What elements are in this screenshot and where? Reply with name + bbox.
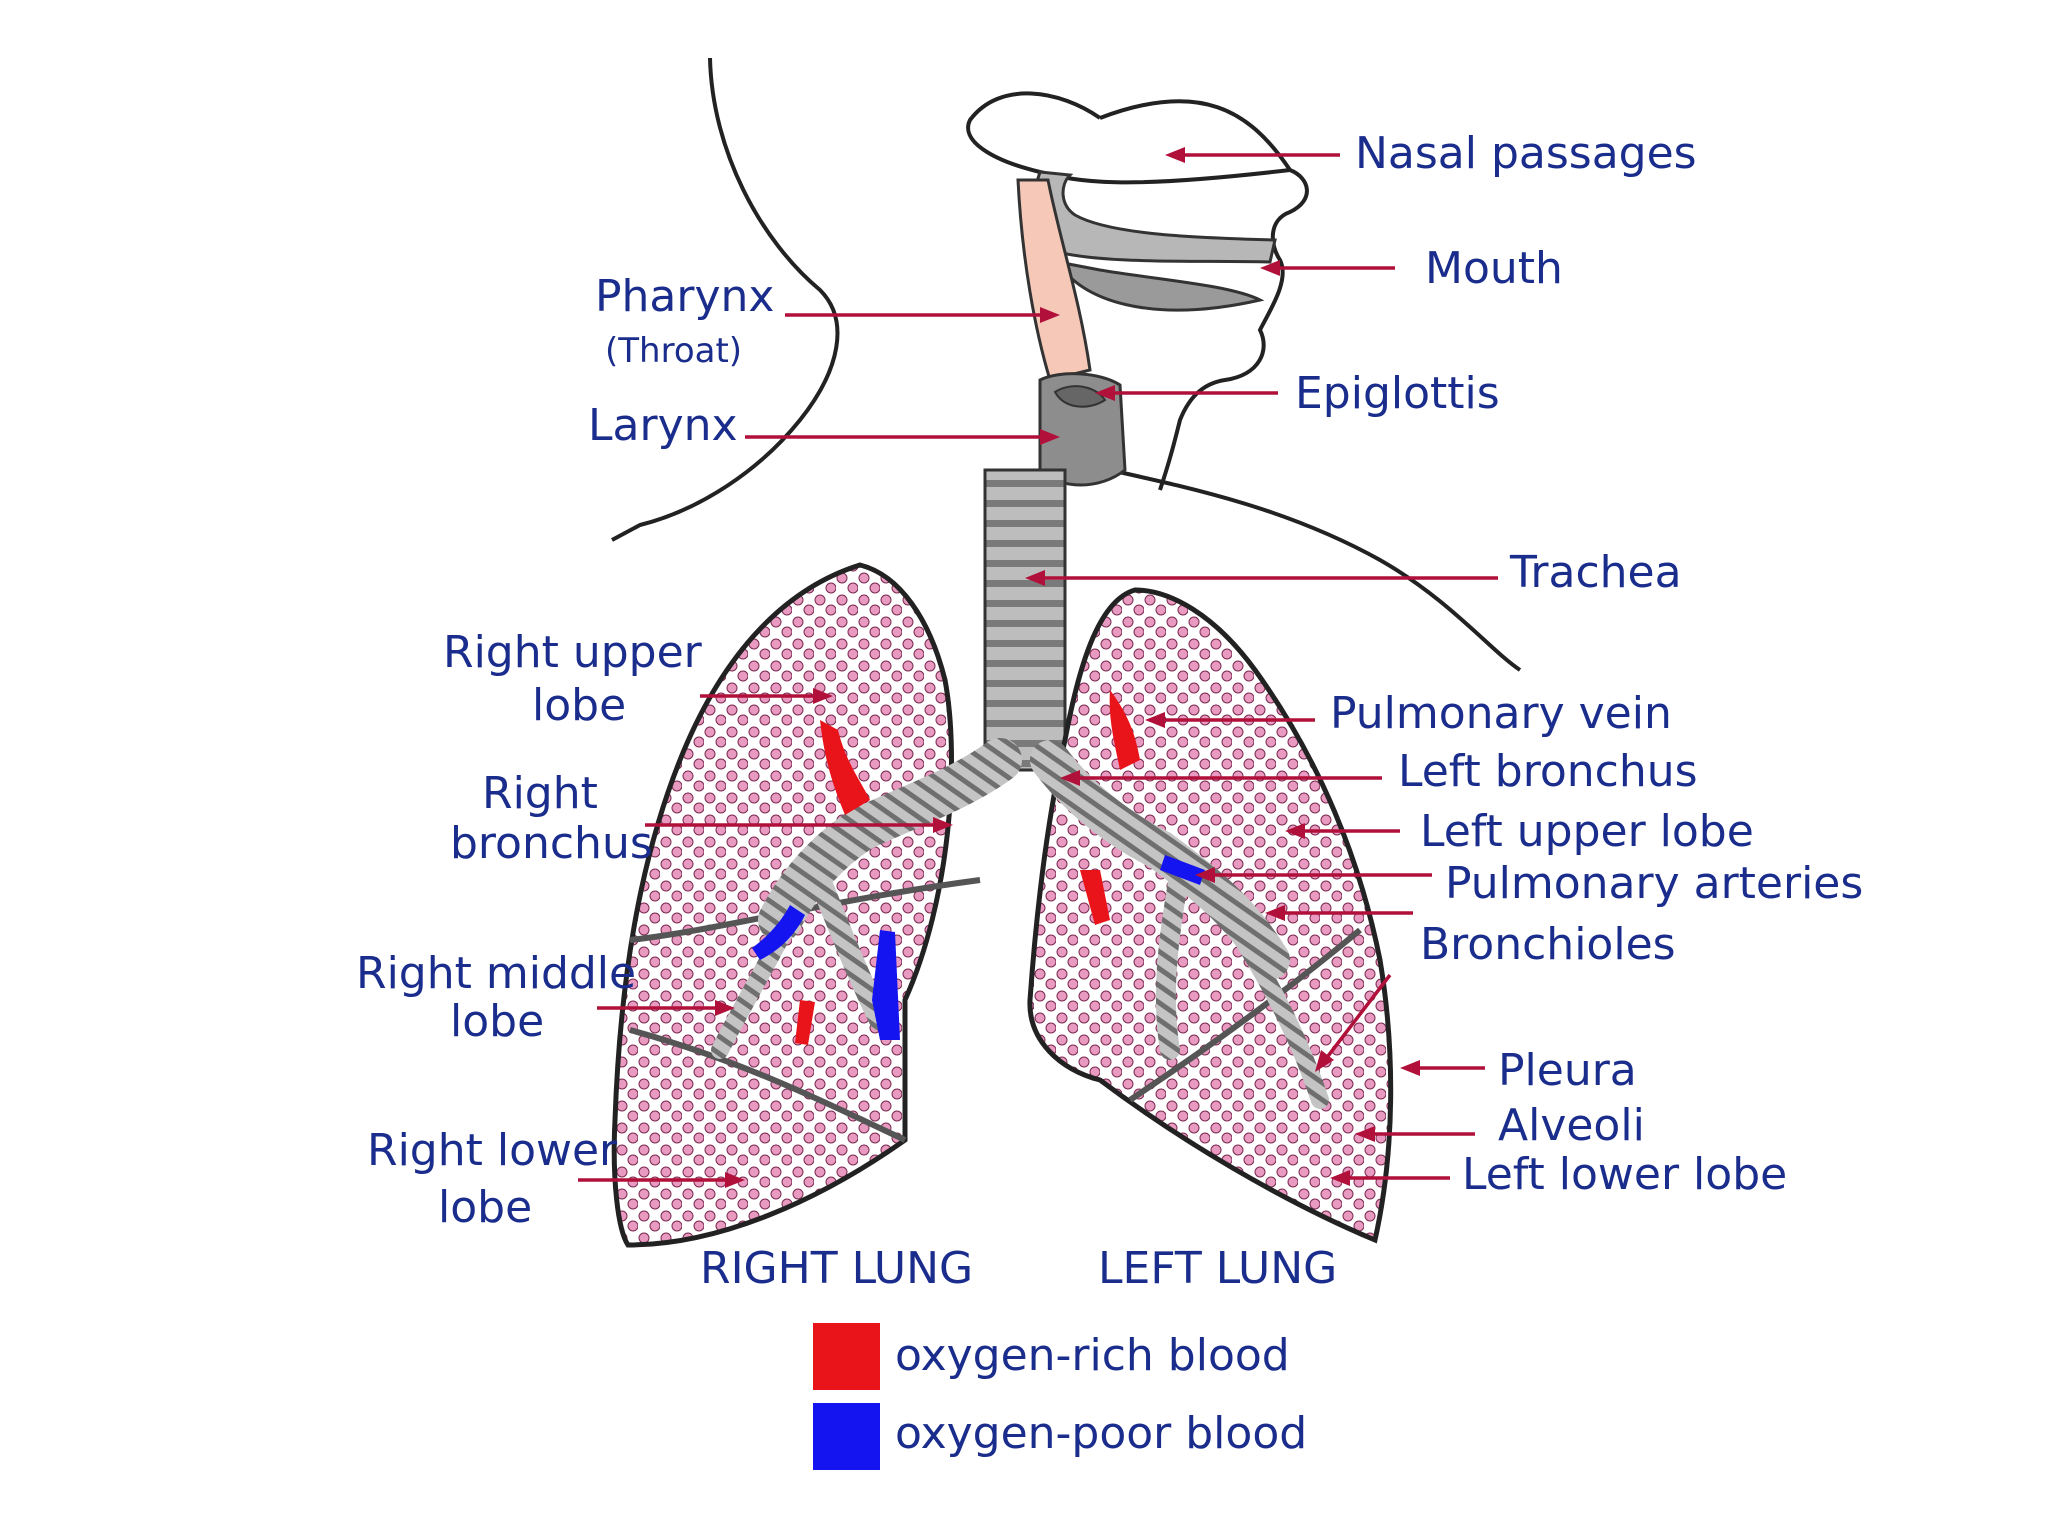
label-left-lung: LEFT LUNG [1098, 1243, 1337, 1294]
blood-vessels [752, 690, 1205, 1045]
right-artery-blue-1 [752, 905, 805, 960]
label-bronchioles: Bronchioles [1420, 919, 1676, 970]
label-pleura: Pleura [1498, 1045, 1637, 1096]
label-left-lower-lobe: Left lower lobe [1462, 1149, 1787, 1200]
legend-label-oxygen-rich: oxygen-rich blood [895, 1330, 1290, 1381]
label-throat: (Throat) [605, 331, 742, 371]
label-pulmonary-vein: Pulmonary vein [1330, 688, 1672, 739]
head-neck-outline [611, 57, 1522, 672]
legend-swatch-oxygen-rich [813, 1323, 880, 1390]
label-alveoli: Alveoli [1498, 1100, 1645, 1151]
label-epiglottis: Epiglottis [1295, 368, 1500, 419]
right-pulmonary-vein-red [820, 720, 870, 815]
label-trachea: Trachea [1509, 547, 1682, 598]
label-mouth: Mouth [1425, 243, 1563, 294]
labels: Nasal passages Mouth Pharynx (Throat) Ep… [356, 128, 1863, 1294]
label-larynx: Larynx [588, 400, 738, 451]
left-pulmonary-vein-red [1109, 690, 1140, 770]
leader-lines [578, 147, 1498, 1188]
legend-swatch-oxygen-poor [813, 1403, 880, 1470]
label-pulmonary-arteries: Pulmonary arteries [1445, 858, 1863, 909]
label-right-middle-lobe-line2: lobe [450, 996, 544, 1047]
label-left-upper-lobe: Left upper lobe [1420, 806, 1754, 857]
label-right-lung: RIGHT LUNG [700, 1243, 973, 1294]
right-artery-blue-2 [872, 930, 900, 1040]
trachea-shape [983, 468, 1067, 772]
left-vein-red-small [1080, 870, 1110, 925]
label-pharynx: Pharynx [595, 271, 774, 322]
label-right-bronchus-line1: Right [482, 768, 598, 819]
label-left-bronchus: Left bronchus [1398, 746, 1698, 797]
legend: oxygen-rich blood oxygen-poor blood [813, 1323, 1307, 1470]
label-right-middle-lobe-line1: Right middle [356, 948, 636, 999]
label-right-upper-lobe-line2: lobe [532, 680, 626, 731]
right-vein-red-small [795, 1000, 815, 1045]
label-right-lower-lobe-line2: lobe [438, 1182, 532, 1233]
label-nasal-passages: Nasal passages [1355, 128, 1697, 179]
nasal-oral-cavity [1016, 170, 1277, 382]
label-right-upper-lobe-line1: Right upper [443, 627, 703, 678]
left-artery-blue [1160, 855, 1205, 885]
label-right-bronchus-line2: bronchus [450, 818, 653, 869]
label-right-lower-lobe-line1: Right lower [367, 1125, 618, 1176]
legend-label-oxygen-poor: oxygen-poor blood [895, 1408, 1307, 1459]
